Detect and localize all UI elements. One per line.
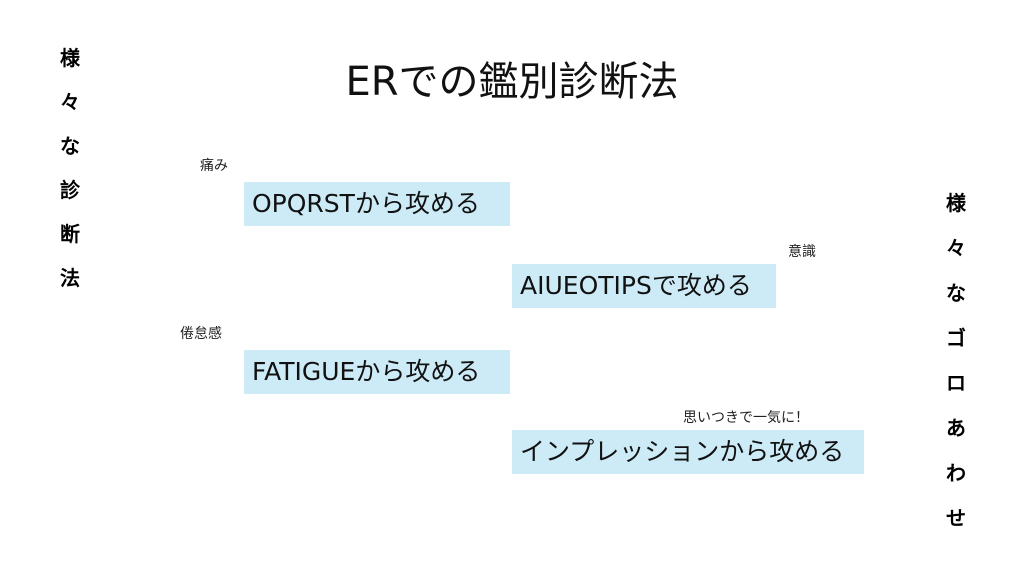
right-vertical-char: な xyxy=(946,281,966,305)
left-vertical-char: 法 xyxy=(60,266,80,290)
right-vertical-char: せ xyxy=(946,506,966,530)
method-box-fatigue: FATIGUEから攻める xyxy=(244,350,510,394)
right-vertical-heading: 様 々 な ゴ ロ あ わ せ xyxy=(944,193,968,528)
left-vertical-heading: 様 々 な 診 断 法 xyxy=(58,48,82,288)
left-vertical-char: 断 xyxy=(60,222,80,246)
method-note-fatigue: 倦怠感 xyxy=(180,326,222,342)
right-vertical-char: 様 xyxy=(946,191,966,215)
slide-title: ERでの鑑別診断法 xyxy=(345,59,679,105)
method-box-impression: インプレッションから攻める xyxy=(512,430,864,474)
right-vertical-char: 々 xyxy=(946,236,966,260)
method-box-opqrst: OPQRSTから攻める xyxy=(244,182,510,226)
method-box-aiueotips: AIUEOTIPSで攻める xyxy=(512,264,776,308)
left-vertical-char: 様 xyxy=(60,46,80,70)
right-vertical-char: ロ xyxy=(946,371,966,395)
method-note-impression: 思いつきで一気に！ xyxy=(683,410,809,426)
right-vertical-char: ゴ xyxy=(946,326,966,350)
left-vertical-char: 々 xyxy=(60,90,80,114)
method-note-pain: 痛み xyxy=(200,158,228,174)
right-vertical-char: わ xyxy=(946,461,966,485)
right-vertical-char: あ xyxy=(946,416,966,440)
left-vertical-char: 診 xyxy=(60,178,80,202)
method-note-consciousness: 意識 xyxy=(788,244,816,260)
left-vertical-char: な xyxy=(60,134,80,158)
